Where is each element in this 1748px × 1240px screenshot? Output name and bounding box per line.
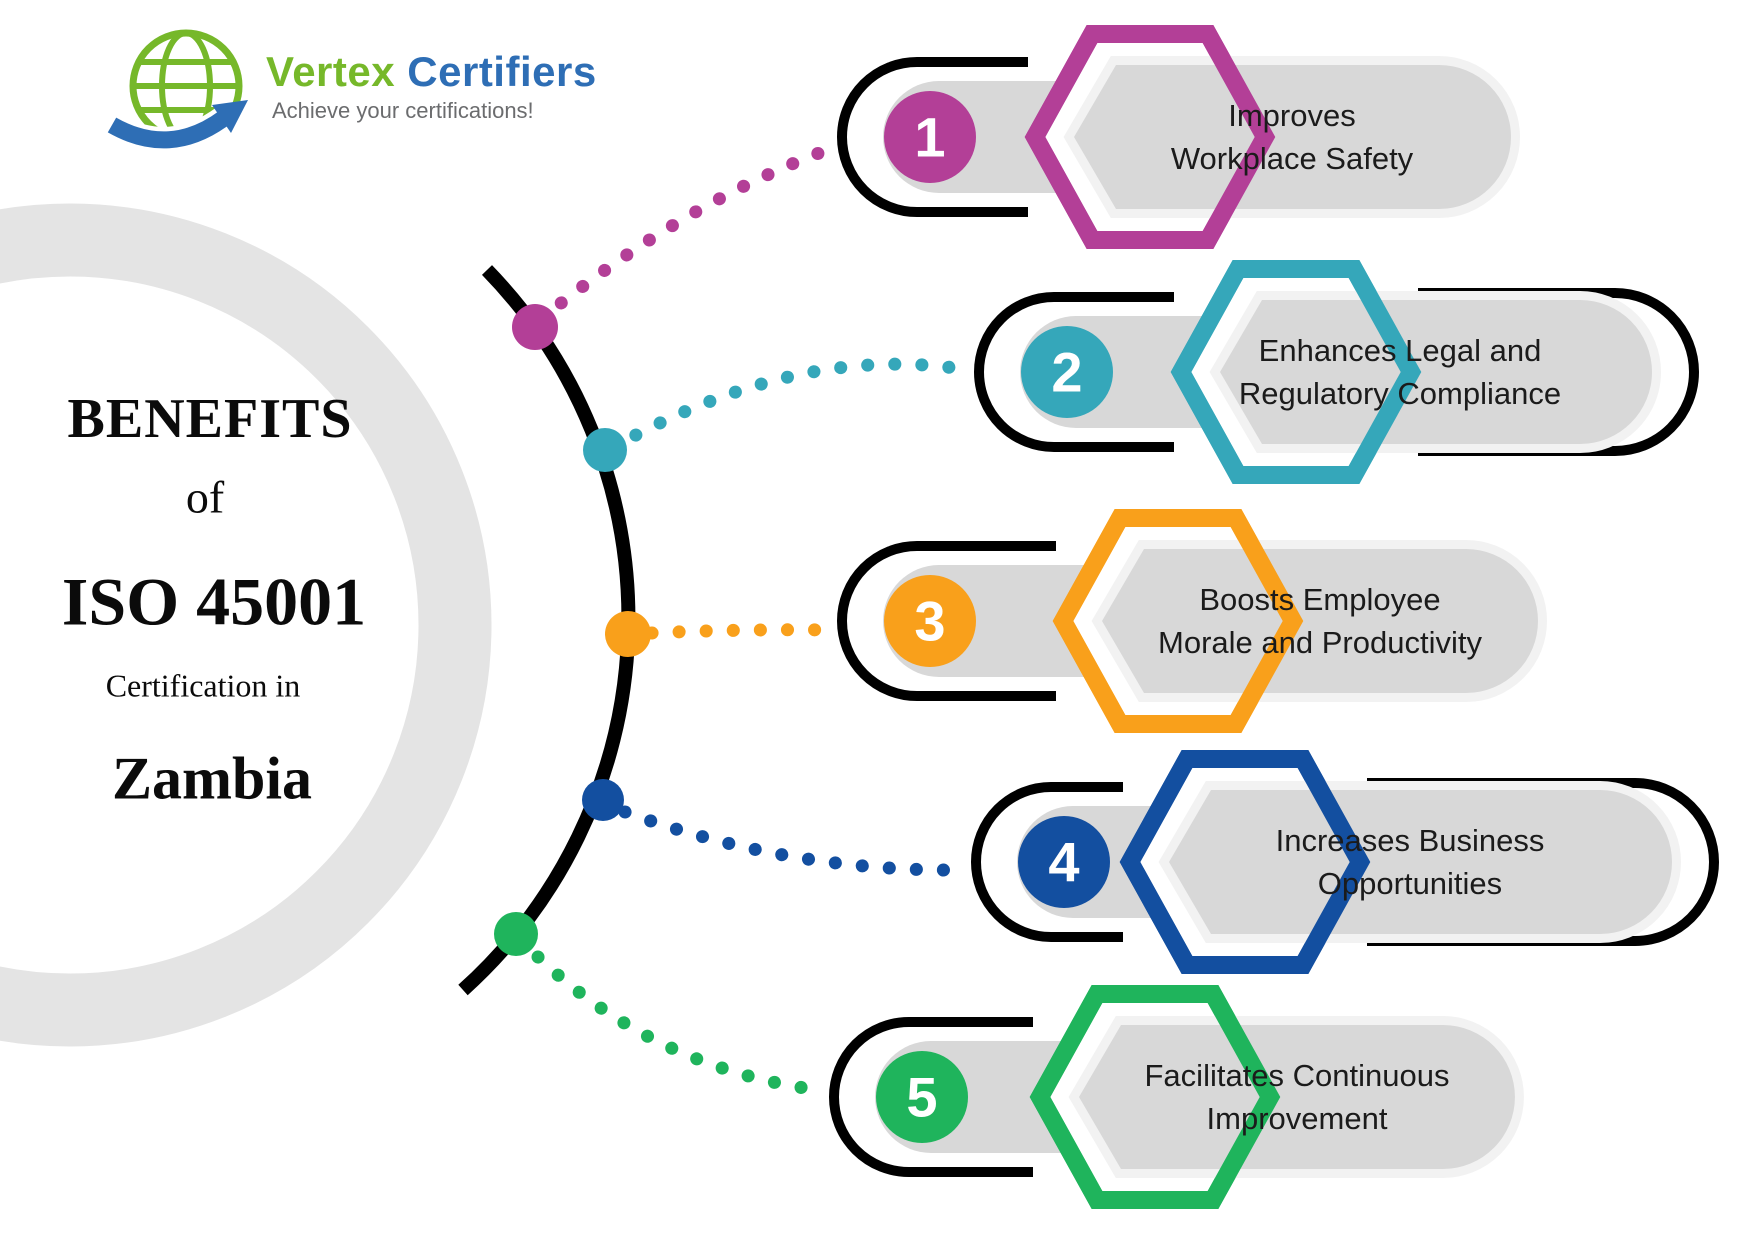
logo-brand-primary: Vertex	[266, 48, 396, 95]
benefit-number-3: 3	[914, 589, 946, 653]
number-badge-5	[876, 1051, 968, 1143]
title-benefits: BENEFITS	[67, 388, 353, 450]
hexagon-stroke-top-4	[1119, 750, 1371, 974]
benefit-number-2: 2	[1051, 340, 1083, 404]
arc-node-dot-5	[494, 912, 538, 956]
title-iso-45001: ISO 45001	[61, 563, 367, 640]
arc-node-dot-3	[605, 611, 651, 657]
benefit-label-1-line1: Improves	[1228, 98, 1356, 133]
connector-dotted-line-3	[645, 623, 837, 640]
benefit-label-3-line2: Morale and Productivity	[1158, 625, 1482, 660]
benefit-label-2: Enhances Legal and Regulatory Compliance	[1239, 329, 1561, 415]
benefit-label-1-line2: Workplace Safety	[1170, 141, 1414, 176]
left-outline-3	[837, 541, 1056, 701]
benefit-number-1: 1	[914, 105, 946, 169]
benefit-label-4-line2: Opportunities	[1317, 866, 1503, 901]
left-outline-1	[837, 57, 1028, 217]
number-badge-4	[1018, 816, 1110, 908]
right-outline-2	[1418, 288, 1699, 456]
text-capsule-4	[1169, 790, 1672, 934]
benefit-label-3-line1: Boosts Employee	[1199, 582, 1441, 617]
benefit-label-3: Boosts Employee Morale and Productivity	[1158, 578, 1482, 664]
title-country: Zambia	[111, 745, 313, 812]
text-capsule-5	[1079, 1025, 1515, 1169]
logo-brand-secondary: Certifiers	[407, 48, 597, 95]
benefit-item-1	[837, 25, 1520, 249]
gray-ring	[0, 203, 492, 1047]
arc-node-dot-1	[512, 304, 558, 350]
text-capsule-2	[1220, 300, 1652, 444]
left-outline-2	[974, 292, 1174, 452]
benefit-item-2	[974, 260, 1699, 484]
logo-brand-name: Vertex Certifiers	[266, 48, 597, 96]
hexagon-stroke-top-2	[1170, 260, 1422, 484]
benefit-label-4-line1: Increases Business	[1275, 823, 1545, 858]
connector-dotted-line-1	[533, 143, 834, 327]
number-badge-3	[884, 575, 976, 667]
arc-node-dot-2	[583, 428, 627, 472]
benefit-item-4	[971, 750, 1719, 974]
benefit-label-5: Facilitates Continuous Improvement	[1145, 1054, 1450, 1140]
number-badge-1	[884, 91, 976, 183]
hexagon-stroke-top-5	[1029, 985, 1281, 1209]
logo-tagline: Achieve your certifications!	[272, 98, 534, 123]
benefit-label-4: Increases Business Opportunities	[1276, 819, 1545, 905]
connector-dotted-line-2	[605, 357, 975, 455]
benefit-number-5: 5	[906, 1065, 938, 1129]
left-outline-5	[829, 1017, 1033, 1177]
benefit-label-5-line1: Facilitates Continuous	[1144, 1058, 1450, 1093]
benefit-item-5	[829, 985, 1524, 1209]
right-outline-4	[1367, 778, 1719, 946]
text-capsule-3	[1102, 549, 1538, 693]
benefit-item-3	[837, 509, 1547, 733]
connector-dotted-line-5	[531, 950, 825, 1097]
number-badge-2	[1021, 326, 1113, 418]
benefit-number-4: 4	[1048, 830, 1080, 894]
title-of: of	[185, 471, 225, 523]
connector-dotted-line-4	[618, 805, 970, 877]
hexagon-stroke-top-3	[1052, 509, 1304, 733]
vertex-logo-globe-icon	[105, 29, 248, 153]
benefit-label-2-line1: Enhances Legal and	[1258, 333, 1542, 368]
hexagon-stroke-top-1	[1024, 25, 1276, 249]
benefit-label-2-line2: Regulatory Compliance	[1238, 376, 1562, 411]
text-capsule-1	[1074, 65, 1511, 209]
benefit-label-1: Improves Workplace Safety	[1171, 94, 1413, 180]
benefit-label-5-line2: Improvement	[1206, 1101, 1388, 1136]
title-certification-in: Certification in	[105, 667, 301, 704]
arc-node-dot-4	[582, 779, 624, 821]
left-outline-4	[971, 782, 1123, 942]
